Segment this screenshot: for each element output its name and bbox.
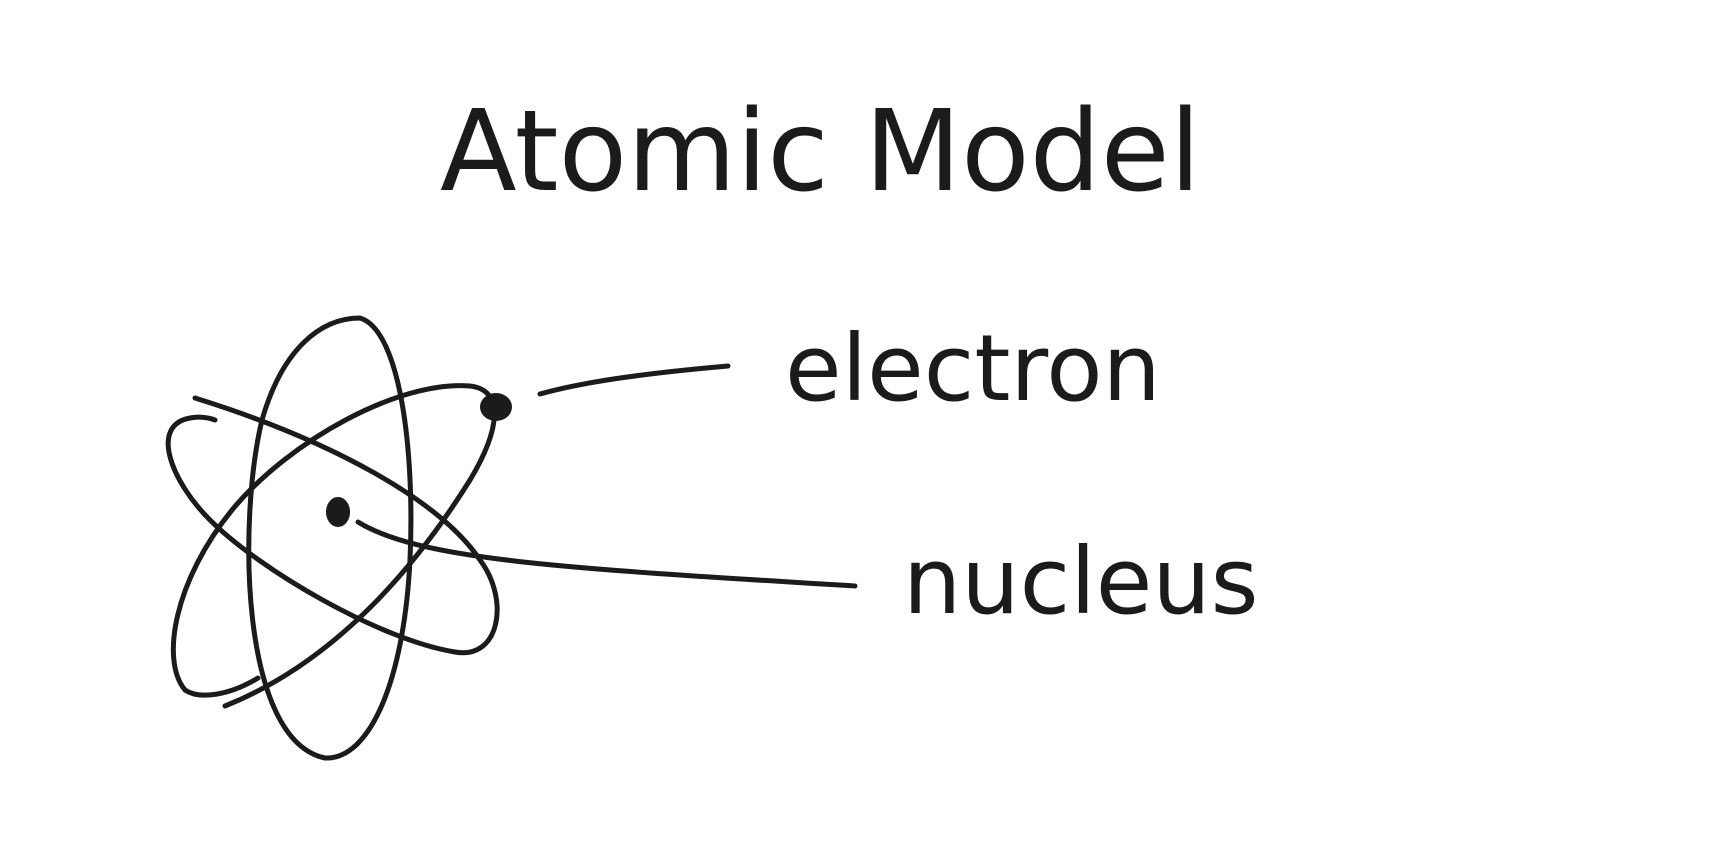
- orbit-diagonal-up: [170, 383, 497, 709]
- orbit-vertical: [246, 315, 414, 761]
- atom-drawing: [165, 315, 512, 761]
- electron-label: electron: [785, 315, 1161, 422]
- nucleus-label: nucleus: [903, 528, 1259, 635]
- electron-leader-line: [537, 363, 731, 397]
- nucleus-dot: [326, 497, 350, 527]
- electron-dot: [480, 393, 512, 421]
- diagram-title: Atomic Model: [440, 87, 1201, 217]
- orbit-diagonal-down: [165, 395, 500, 656]
- nucleus-leader-line: [355, 519, 858, 589]
